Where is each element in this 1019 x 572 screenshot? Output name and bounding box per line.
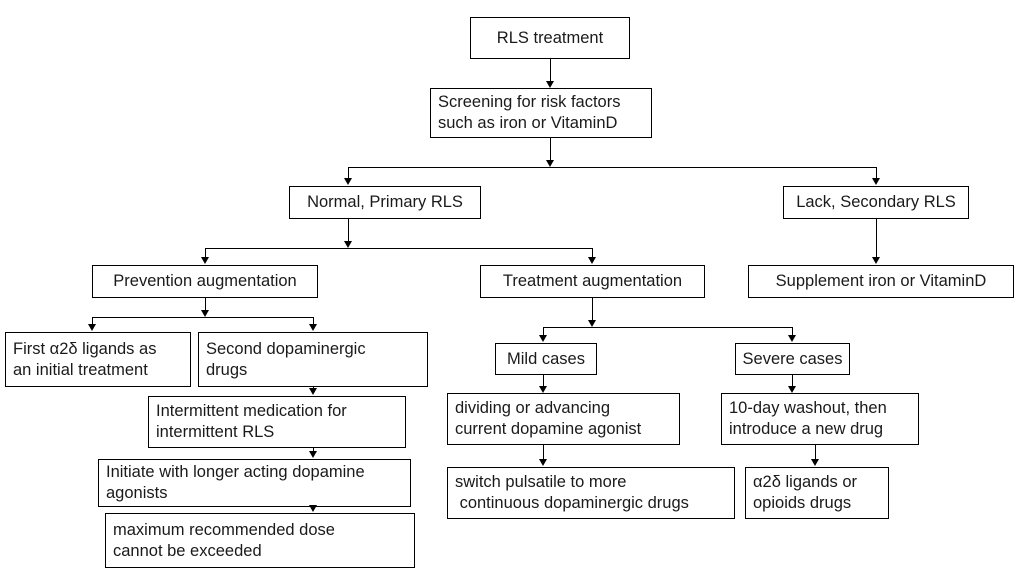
arrowhead-maximum-dose	[309, 505, 317, 512]
node-treatment-augmentation: Treatment augmentation	[480, 265, 705, 298]
node-mild-cases: Mild cases	[495, 343, 597, 375]
arrowhead-ligands-opioids	[811, 459, 819, 466]
node-10-day-washout: 10-day washout, then introduce a new dru…	[721, 393, 919, 445]
connector-second-dopaminergic-drop	[313, 317, 314, 325]
connector-split-right-drop	[876, 167, 877, 179]
connector-first-ligands-drop	[92, 317, 93, 325]
arrowhead-dividing-advancing	[539, 386, 547, 393]
node-supplement-iron-vitamind: Supplement iron or VitaminD	[748, 265, 1014, 298]
arrowhead-normal-primary	[344, 178, 352, 185]
connector-screening-down	[550, 138, 551, 160]
arrowhead-initiate	[309, 451, 317, 458]
arrowhead-second-split-center	[344, 241, 352, 248]
connector-severe-drop	[792, 327, 793, 335]
connector-treatment-drop	[592, 248, 593, 258]
connector-dividing-to-switch	[543, 445, 544, 460]
arrowhead-intermittent	[309, 388, 317, 395]
arrowhead-treatment-augmentation	[588, 257, 596, 264]
connector-lack-to-supplement	[876, 219, 877, 257]
node-screening: Screening for risk factors such as iron …	[430, 88, 652, 138]
node-second-dopaminergic-drugs: Second dopaminergic drugs	[198, 332, 428, 387]
connector-second-split-bus	[205, 248, 593, 249]
arrowhead-supplement	[872, 257, 880, 264]
connector-root-to-screening	[550, 59, 551, 82]
arrowhead-washout	[788, 386, 796, 393]
connector-normal-primary-down	[348, 219, 349, 241]
arrowhead-split-center	[546, 160, 554, 167]
node-lack-secondary-rls: Lack, Secondary RLS	[783, 186, 969, 219]
arrowhead-treatment-split-center	[588, 320, 596, 327]
arrowhead-severe-cases	[788, 335, 796, 342]
arrowhead-screening	[546, 81, 554, 88]
node-initiate-longer-acting: Initiate with longer acting dopamine ago…	[98, 459, 411, 507]
connector-prevention-drop	[205, 248, 206, 258]
connector-treatment-split-bus	[543, 327, 793, 328]
connector-split-bus	[348, 167, 877, 168]
connector-prevention-split-bus	[92, 317, 314, 318]
arrowhead-second-dopaminergic	[309, 324, 317, 331]
connector-mild-drop	[543, 327, 544, 335]
connector-severe-to-washout	[792, 375, 793, 386]
arrowhead-prevention-split-center	[201, 310, 209, 317]
node-intermittent-medication: Intermittent medication for intermittent…	[148, 396, 406, 448]
arrowhead-mild-cases	[539, 335, 547, 342]
node-switch-pulsatile: switch pulsatile to more continuous dopa…	[447, 467, 735, 519]
connector-intermittent-to-initiate	[313, 448, 314, 452]
connector-washout-to-ligands	[815, 445, 816, 460]
node-dividing-advancing: dividing or advancing current dopamine a…	[447, 393, 680, 445]
arrowhead-switch-pulsatile	[539, 459, 547, 466]
connector-split-left-drop	[348, 167, 349, 179]
node-prevention-augmentation: Prevention augmentation	[92, 265, 318, 298]
connector-mild-to-dividing	[543, 375, 544, 386]
node-rls-treatment: RLS treatment	[470, 17, 630, 59]
connector-prevention-down	[205, 298, 206, 310]
connector-treatment-down	[592, 298, 593, 320]
node-first-a2d-ligands: First α2δ ligands as an initial treatmen…	[5, 332, 191, 387]
node-maximum-dose: maximum recommended dose cannot be excee…	[105, 513, 415, 568]
arrowhead-first-ligands	[88, 324, 96, 331]
arrowhead-lack-secondary	[872, 178, 880, 185]
node-normal-primary-rls: Normal, Primary RLS	[289, 186, 481, 219]
arrowhead-prevention-augmentation	[201, 257, 209, 264]
node-a2d-ligands-opioids: α2δ ligands or opioids drugs	[745, 467, 889, 519]
node-severe-cases: Severe cases	[735, 343, 850, 375]
